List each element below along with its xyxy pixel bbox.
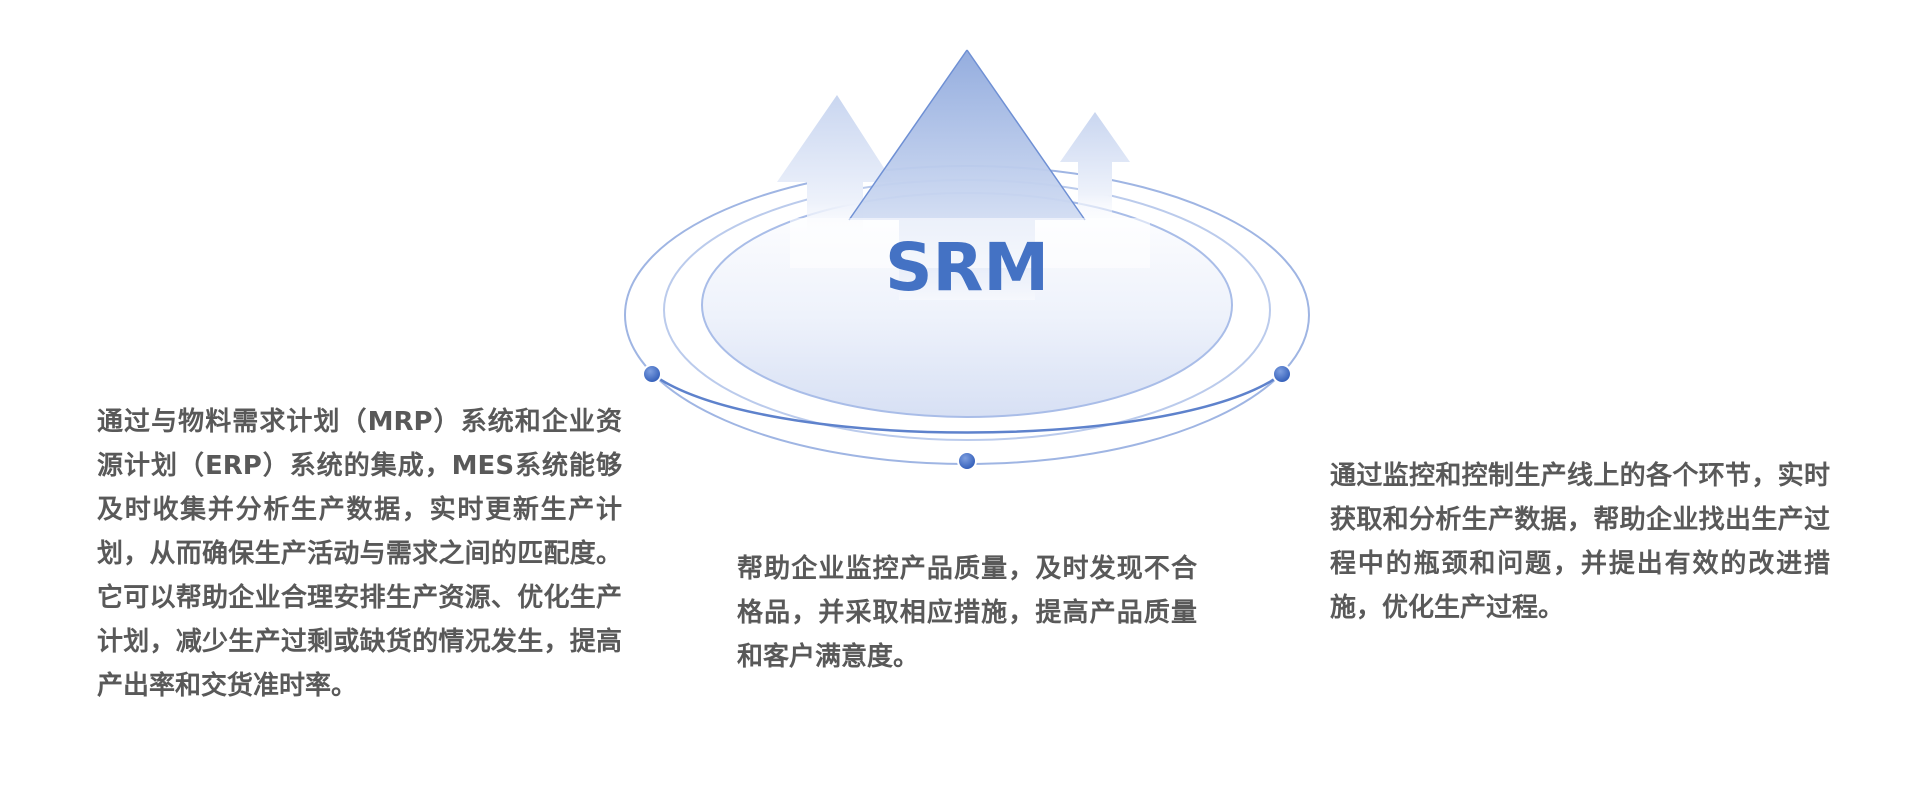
left-description: 通过与物料需求计划（MRP）系统和企业资源计划（ERP）系统的集成，MES系统能… <box>97 407 622 701</box>
right-dot <box>1272 364 1292 384</box>
lower-arc <box>651 372 1283 434</box>
left-dot <box>642 364 662 384</box>
center-dot <box>957 451 977 471</box>
center-description: 帮助企业监控产品质量，及时发现不合格品，并采取相应措施，提高产品质量和客户满意度… <box>737 554 1197 672</box>
arrow-base-fade <box>790 218 1150 268</box>
right-description: 通过监控和控制生产线上的各个环节，实时获取和分析生产数据，帮助企业找出生产过程中… <box>1330 461 1830 623</box>
left-arrow-shape <box>777 95 893 250</box>
center-label: SRM <box>885 229 1049 306</box>
right-arrow-shape <box>1060 112 1130 230</box>
main-arrow-outline <box>848 49 1086 221</box>
